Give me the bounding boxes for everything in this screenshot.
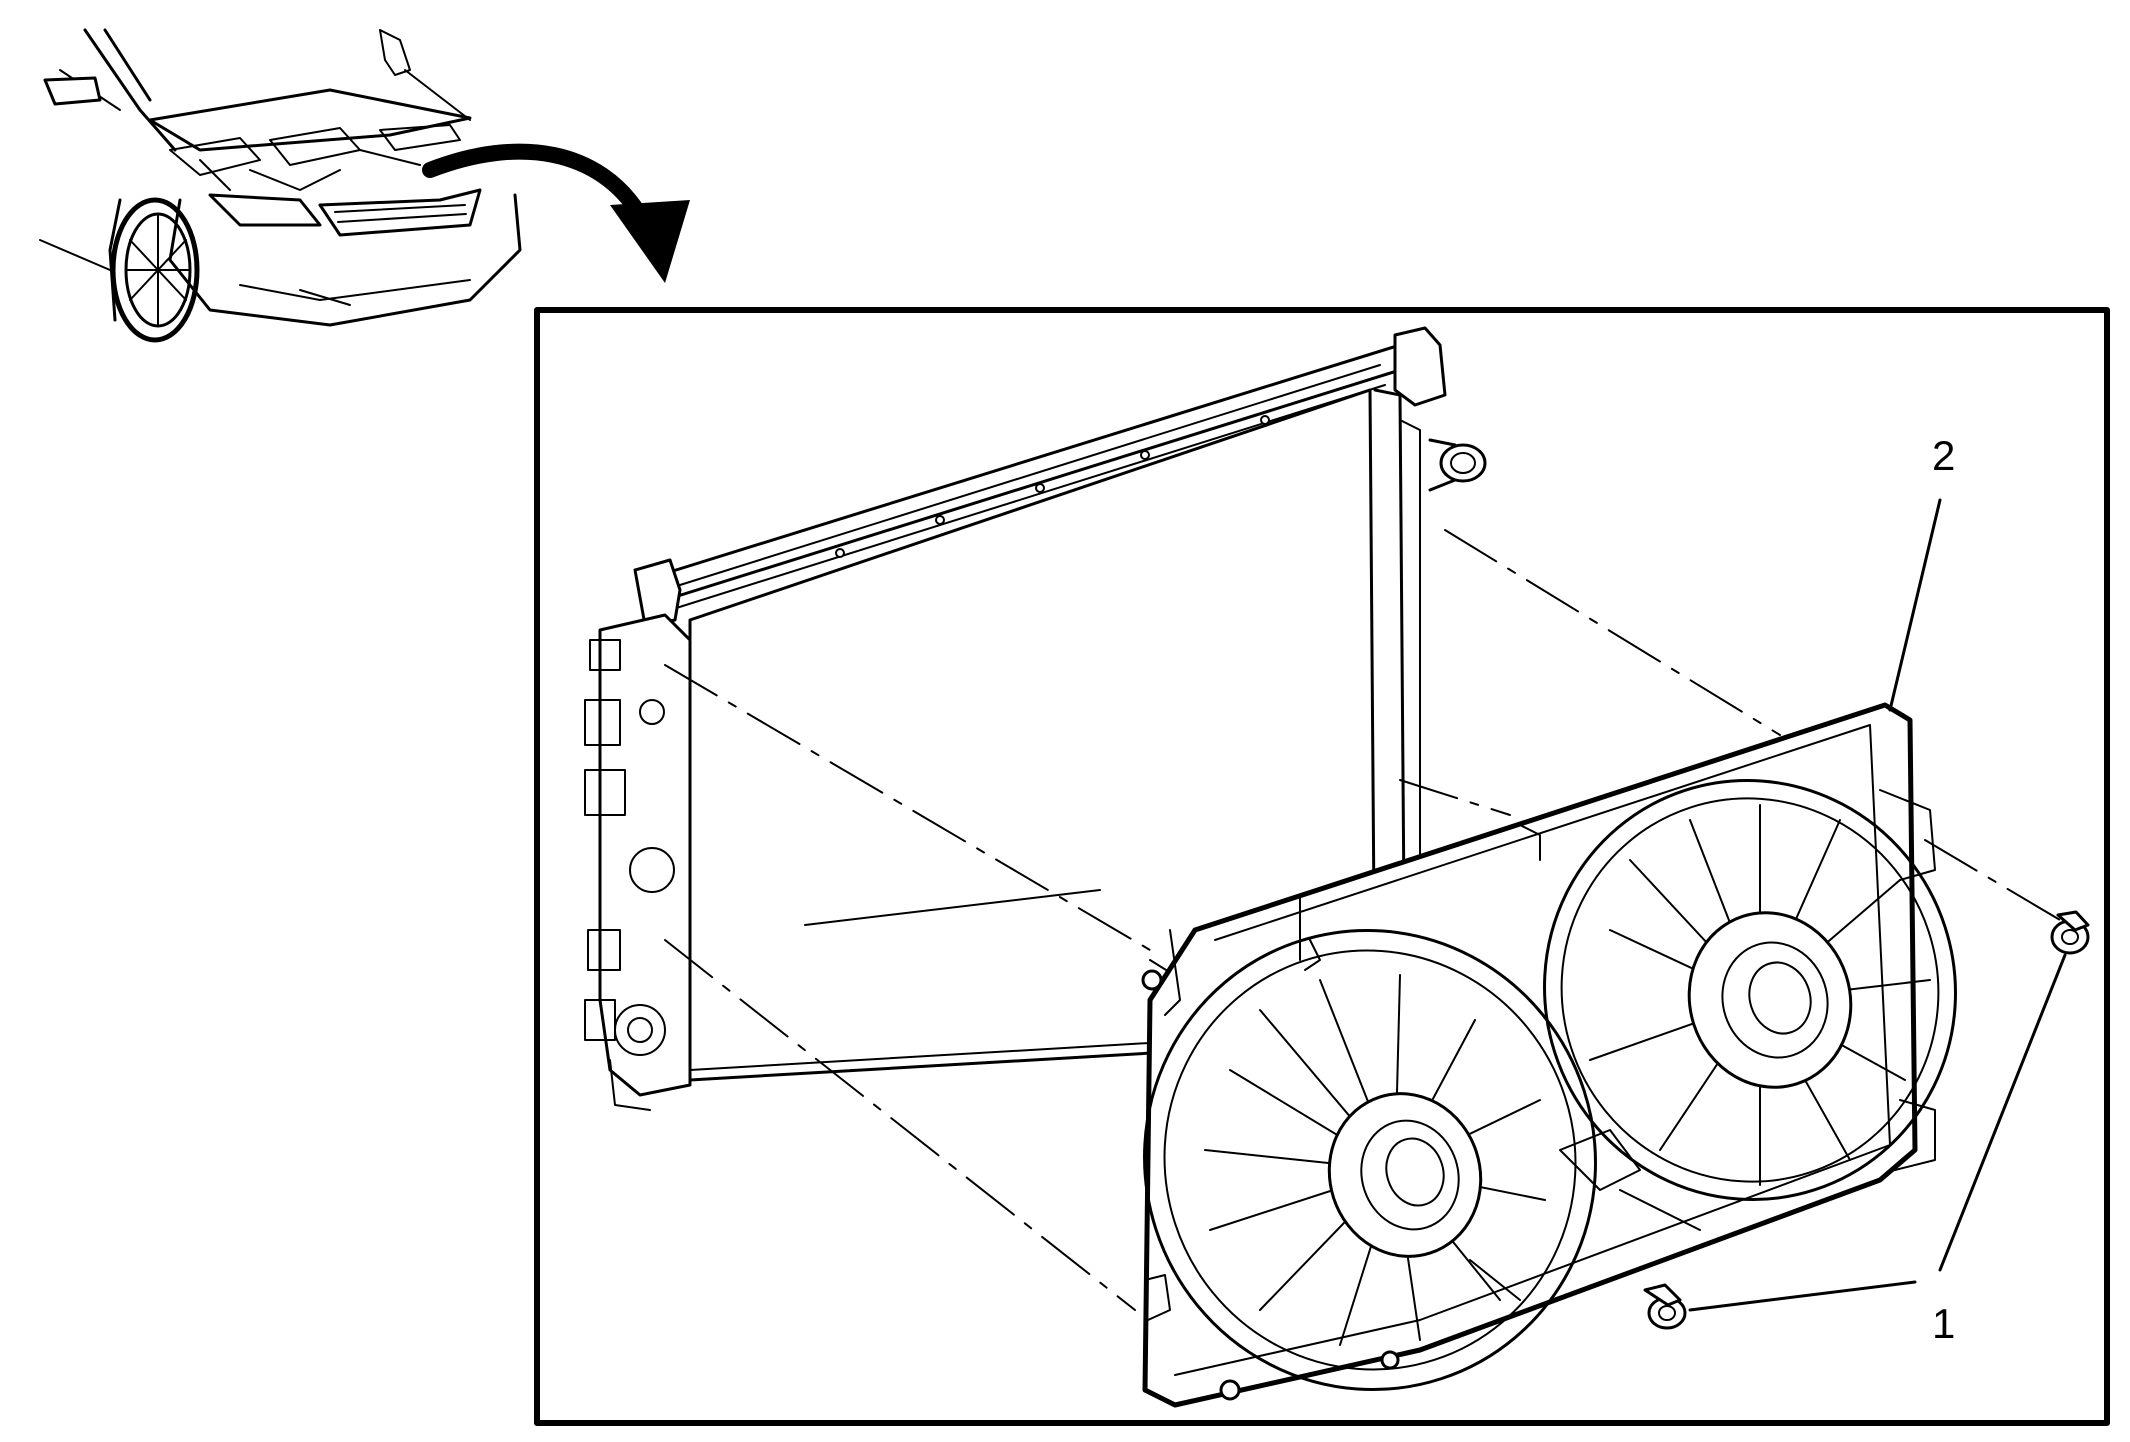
cooling-fan-assembly (1141, 702, 1957, 1408)
callout-label-fasteners: 1 (1932, 1300, 1955, 1347)
leader-lines (1688, 498, 2067, 1312)
callout-label-fan-assembly: 2 (1932, 432, 1955, 479)
fastener-lower (1643, 1283, 1687, 1330)
vehicle-overview (39, 28, 522, 343)
detail-view-frame (534, 307, 2110, 1426)
view-arrow (422, 143, 690, 283)
fastener-upper (2050, 910, 2090, 955)
